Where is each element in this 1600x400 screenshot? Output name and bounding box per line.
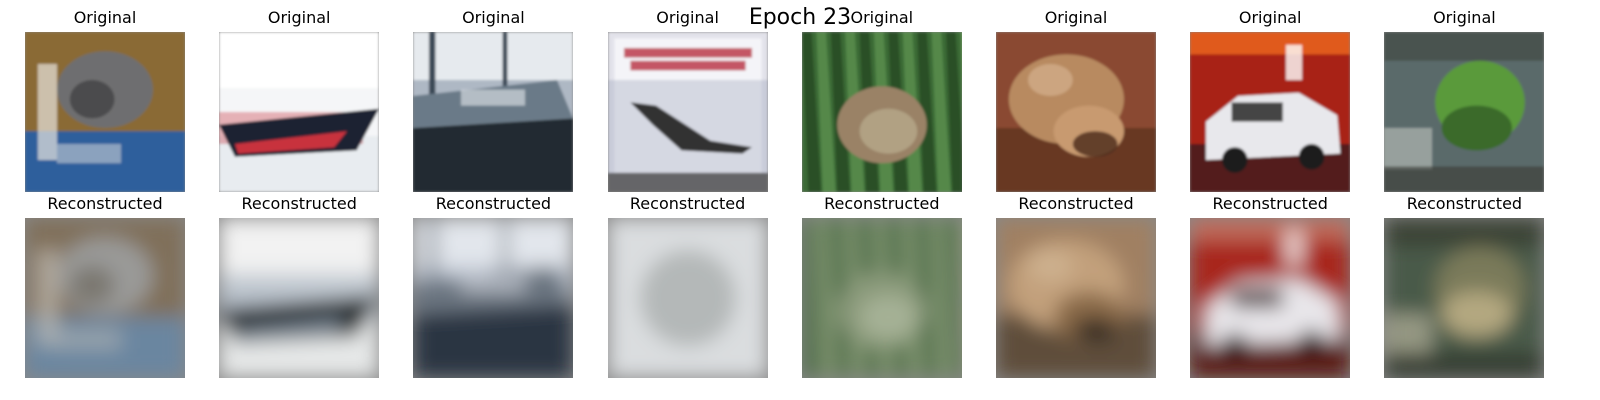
reconstructed-image-graphic: [219, 218, 380, 378]
original-image-frog: [801, 32, 962, 192]
reconstructed-panel-title: Reconstructed: [1212, 194, 1328, 213]
original-image-frog-green: [1384, 32, 1545, 192]
original-image-car: [1190, 32, 1351, 192]
reconstructed-panel-title: Reconstructed: [824, 194, 940, 213]
original-panel-title: Original: [1433, 8, 1496, 27]
original-image-cat: [25, 32, 185, 192]
reconstructed-panel-title: Reconstructed: [47, 194, 163, 213]
original-image-frog-orange: [996, 32, 1156, 192]
reconstructed-image-cat-recon: [25, 218, 185, 378]
reconstructed-image-graphic: [25, 218, 185, 378]
original-image-airplane-poster: [607, 32, 768, 192]
reconstructed-image-car-recon: [1190, 218, 1351, 378]
reconstructed-image-graphic: [801, 218, 962, 378]
original-image-boat: [413, 32, 574, 192]
reconstructed-panel-title: Reconstructed: [241, 194, 357, 213]
original-panel-title: Original: [656, 8, 719, 27]
reconstructed-image-ship-recon: [219, 218, 380, 378]
reconstructed-image-frog-orange-recon: [996, 218, 1156, 378]
original-image-graphic: [607, 32, 768, 192]
reconstructed-image-graphic: [413, 218, 574, 378]
reconstructed-image-frog-green-recon: [1384, 218, 1545, 378]
reconstructed-image-boat-recon: [413, 218, 574, 378]
original-image-graphic: [801, 32, 962, 192]
reconstructed-image-frog-recon: [801, 218, 962, 378]
original-image-graphic: [1384, 32, 1545, 192]
reconstructed-image-graphic: [996, 218, 1156, 378]
original-panel-title: Original: [850, 8, 914, 27]
original-panel-title: Original: [73, 8, 137, 27]
reconstructed-panel-title: Reconstructed: [1406, 194, 1523, 213]
original-image-graphic: [413, 32, 574, 192]
reconstructed-panel-title: Reconstructed: [435, 194, 552, 213]
reconstructed-image-graphic: [1190, 218, 1351, 378]
original-panel-title: Original: [1238, 8, 1302, 27]
original-image-graphic: [219, 32, 380, 192]
original-panel-title: Original: [1044, 8, 1108, 27]
reconstructed-panel-title: Reconstructed: [629, 194, 746, 213]
original-image-graphic: [1190, 32, 1351, 192]
original-image-graphic: [25, 32, 185, 192]
original-image-ship: [219, 32, 380, 192]
reconstructed-image-graphic: [1384, 218, 1545, 378]
reconstructed-image-airplane-recon: [607, 218, 768, 378]
original-panel-title: Original: [267, 8, 331, 27]
reconstructed-image-graphic: [607, 218, 768, 378]
original-image-graphic: [996, 32, 1156, 192]
original-panel-title: Original: [462, 8, 525, 27]
reconstructed-panel-title: Reconstructed: [1018, 194, 1134, 213]
